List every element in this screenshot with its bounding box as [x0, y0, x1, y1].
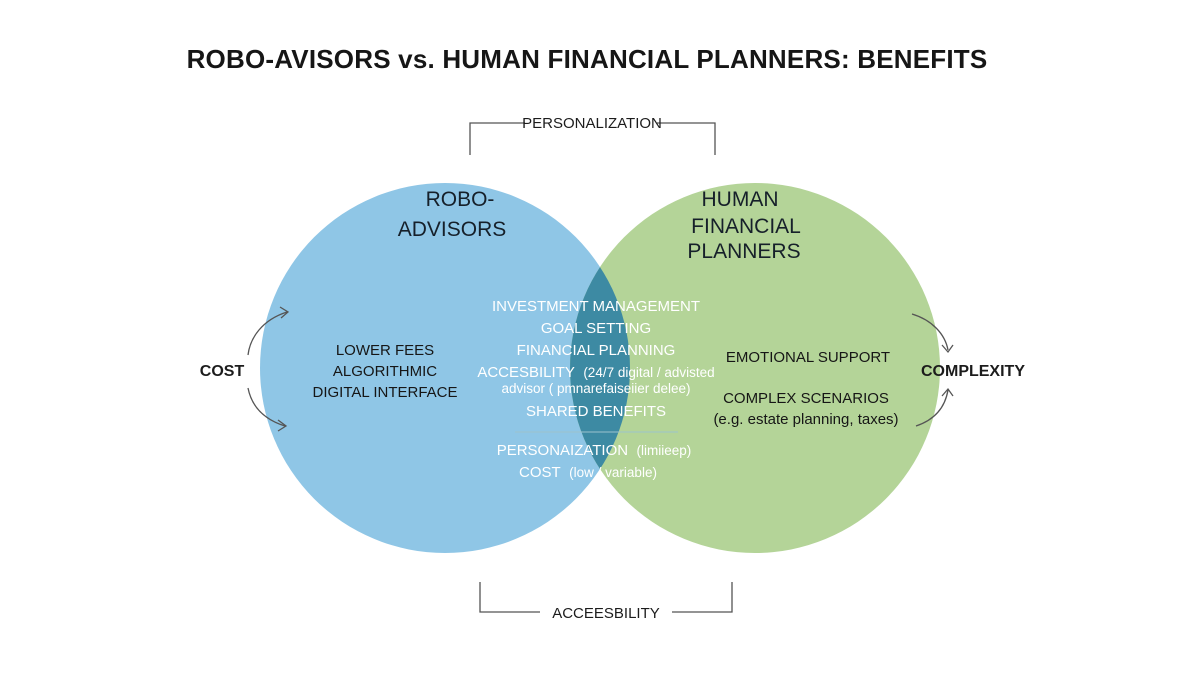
overlap-accessibility-line-2: advisor ( pmnarefaiseiier delee)	[501, 381, 690, 396]
overlap-item-investment-management: INVESTMENT MANAGEMENT	[492, 298, 700, 315]
top-axis-label: PERSONALIZATION	[522, 115, 662, 132]
overlap-personalization-line: PERSONAIZATION (limiieep)	[497, 442, 692, 459]
overlap-personalization-label: PERSONAIZATION	[497, 442, 628, 459]
top-bracket-right	[657, 122, 716, 155]
overlap-shared-benefits: SHARED BENEFITS	[526, 403, 666, 420]
left-curved-arrows-icon	[247, 306, 290, 432]
overlap-accessibility-detail: (24/7 digital / advisted	[583, 365, 714, 380]
bottom-bracket-left	[479, 582, 540, 613]
robo-item-algorithmic: ALGORITHMIC	[333, 363, 437, 380]
overlap-accessibility-line: ACCESBILITY (24/7 digital / advisted	[477, 364, 714, 381]
bottom-bracket-right	[672, 582, 733, 613]
robo-advisors-circle	[260, 183, 630, 553]
robo-item-digital-interface: DIGITAL INTERFACE	[312, 384, 457, 401]
human-planners-circle	[570, 183, 940, 553]
overlap-personalization-detail: (limiieep)	[637, 443, 692, 458]
diagram-title: ROBO-AVISORS vs. HUMAN FINANCIAL PLANNER…	[187, 44, 988, 74]
overlap-item-goal-setting: GOAL SETTING	[541, 320, 651, 337]
right-axis-label: COMPLEXITY	[921, 363, 1025, 380]
robo-title-line-1: ROBO-	[426, 188, 495, 211]
robo-title-line-2: ADVISORS	[398, 218, 507, 241]
human-item-complex-scenarios: COMPLEX SCENARIOS	[723, 390, 889, 407]
human-item-emotional-support: EMOTIONAL SUPPORT	[726, 349, 890, 366]
human-title-line-1: HUMAN	[702, 188, 779, 211]
overlap-cost-label: COST	[519, 464, 561, 481]
overlap-cost-detail: (low / variable)	[569, 465, 657, 480]
bottom-axis-label: ACCEESBILITY	[552, 605, 660, 622]
overlap-item-financial-planning: FINANCIAL PLANNING	[517, 342, 676, 359]
left-axis-label: COST	[200, 363, 245, 380]
overlap-cost-line: COST (low / variable)	[519, 464, 657, 481]
human-item-complex-example: (e.g. estate planning, taxes)	[713, 411, 898, 428]
human-title-line-2: FINANCIAL	[691, 215, 801, 238]
overlap-accessibility-label: ACCESBILITY	[477, 364, 575, 381]
right-curved-arrows-icon	[911, 313, 954, 427]
human-title-line-3: PLANNERS	[687, 240, 800, 263]
robo-item-lower-fees: LOWER FEES	[336, 342, 434, 359]
top-bracket-left	[469, 122, 525, 155]
